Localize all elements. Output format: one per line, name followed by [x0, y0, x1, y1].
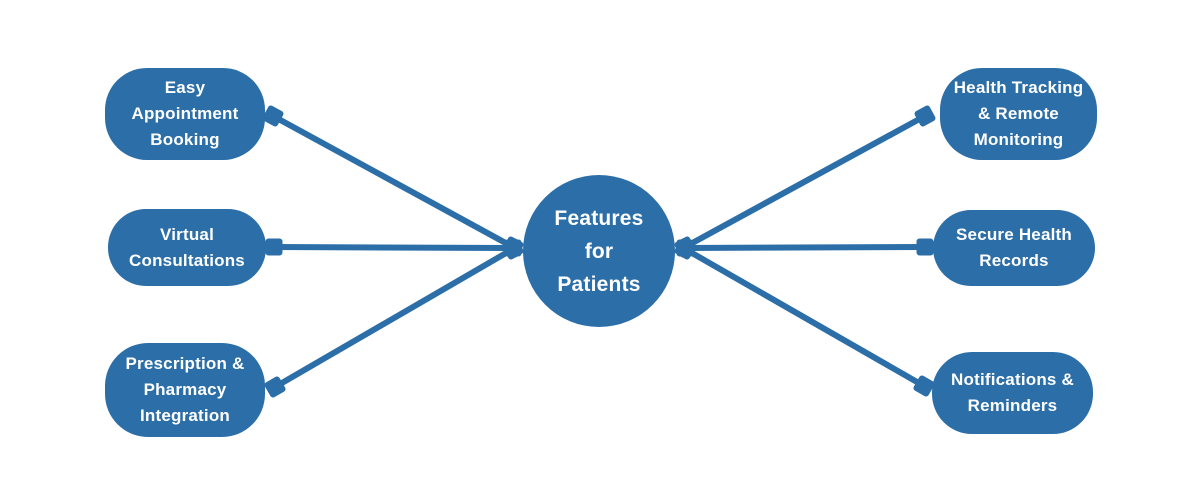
connector-prescription-pharmacy-integration	[264, 238, 524, 398]
connector-health-tracking-remote-monitoring	[674, 105, 936, 258]
node-features-for-patients: Features for Patients	[523, 175, 675, 327]
hub-label: Features for Patients	[554, 206, 644, 296]
node-label: Prescription & Pharmacy Integration	[125, 354, 245, 425]
connector-virtual-consultations	[265, 238, 522, 257]
node-label: Easy Appointment Booking	[131, 78, 239, 149]
node-label: Virtual Consultations	[129, 224, 245, 270]
node-label: Notifications & Reminders	[951, 370, 1074, 415]
node-secure-health-records: Secure Health Records	[933, 210, 1095, 286]
node-notifications-reminders: Notifications & Reminders	[932, 352, 1093, 434]
node-label: Secure Health Records	[956, 225, 1072, 270]
node-health-tracking-remote-monitoring: Health Tracking & Remote Monitoring	[940, 68, 1097, 160]
connector-notifications-reminders	[674, 238, 935, 397]
node-easy-appointment-booking: Easy Appointment Booking	[105, 68, 265, 160]
node-label: Health Tracking & Remote Monitoring	[953, 78, 1084, 149]
node-prescription-pharmacy-integration: Prescription & Pharmacy Integration	[105, 343, 265, 437]
node-virtual-consultations: Virtual Consultations	[108, 209, 266, 286]
connector-secure-health-records	[676, 238, 934, 257]
connector-easy-appointment-booking	[262, 105, 524, 258]
